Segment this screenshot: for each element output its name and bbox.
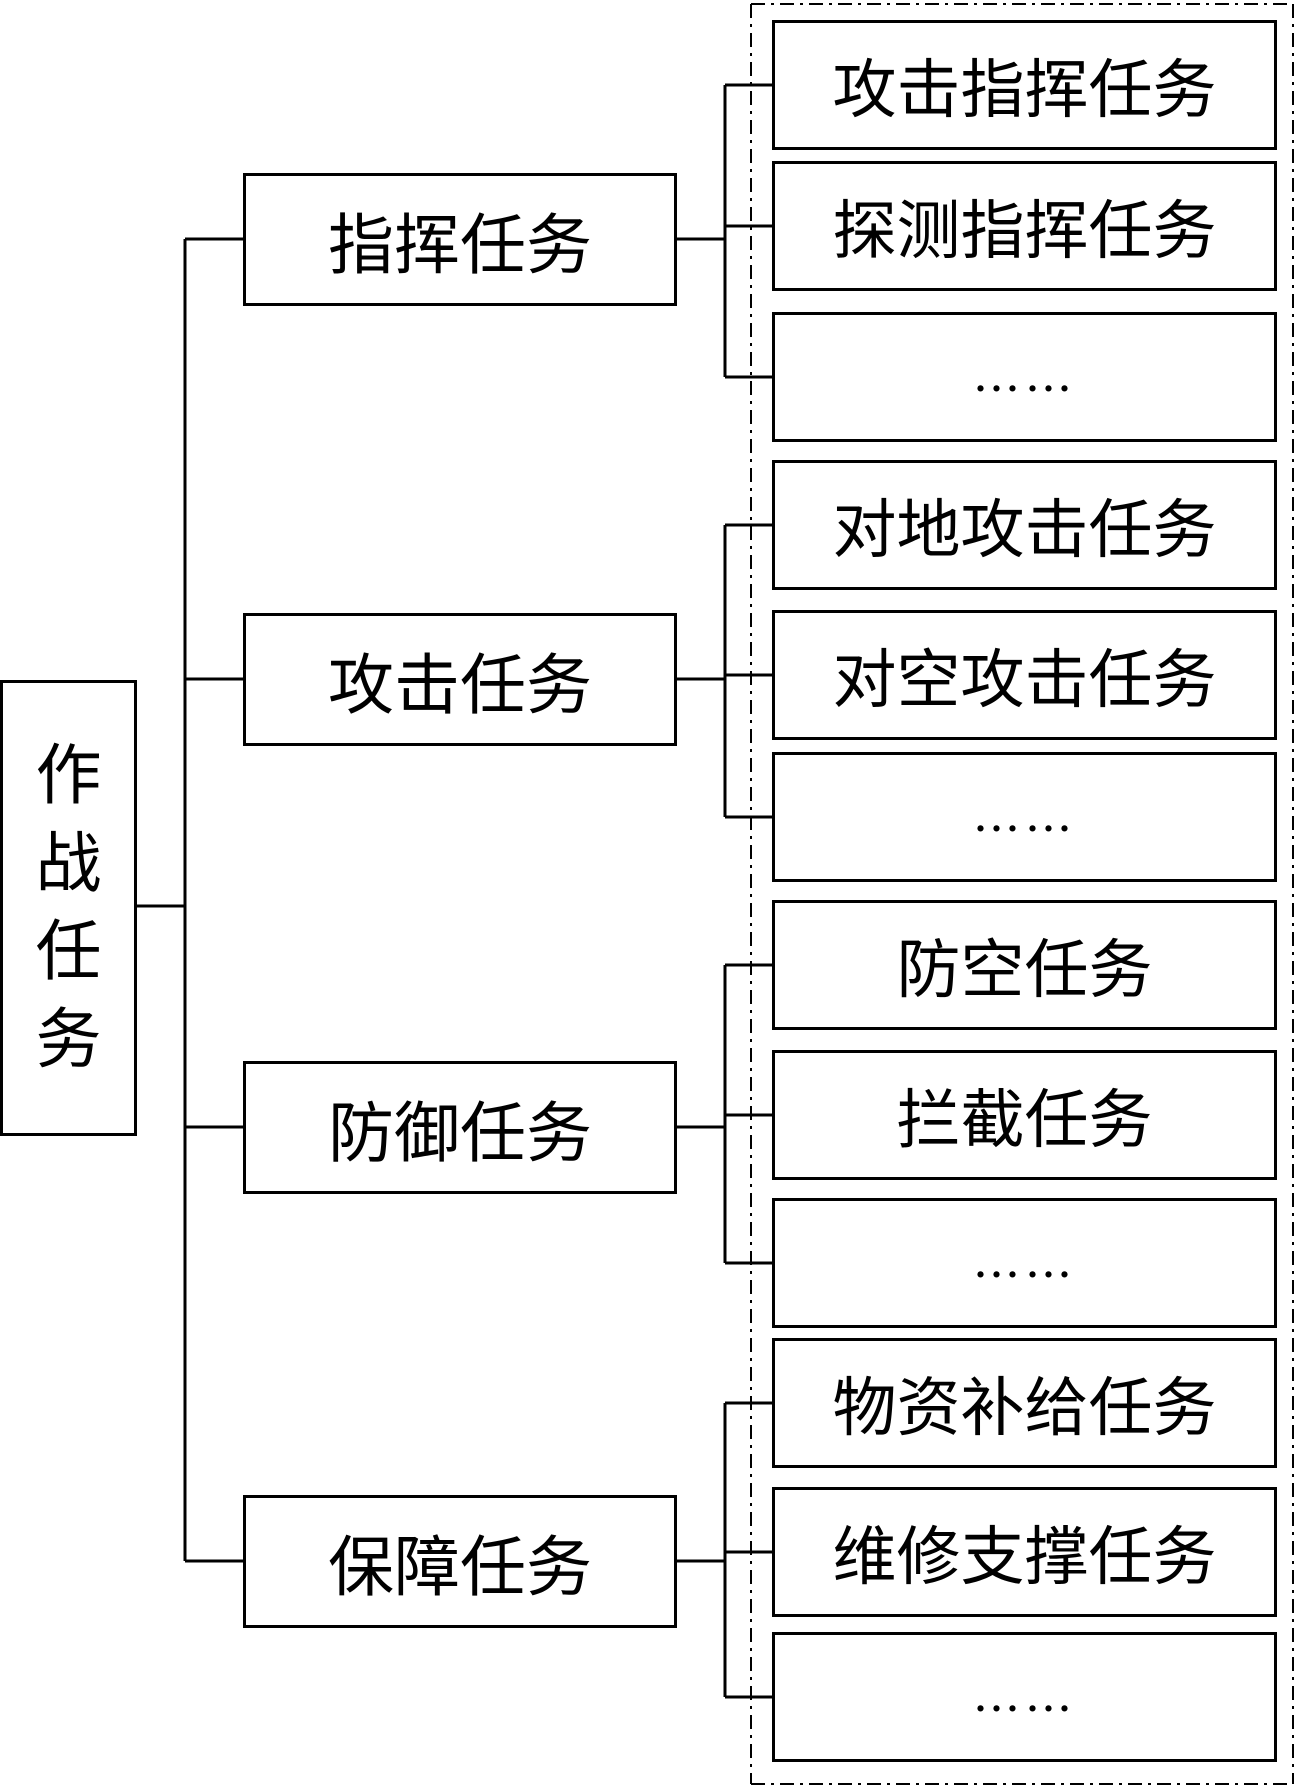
leaf-node: 对地攻击任务 (772, 460, 1277, 590)
root-char-1: 作 (35, 737, 102, 814)
leaf-node: 维修支撑任务 (772, 1487, 1277, 1617)
mid-node-attack: 攻击任务 (243, 613, 677, 746)
mid-node-support: 保障任务 (243, 1495, 677, 1628)
ellipsis-node: …… (772, 312, 1277, 442)
leaf-node: 探测指挥任务 (772, 161, 1277, 291)
leaf-node: 防空任务 (772, 900, 1277, 1030)
ellipsis-node: …… (772, 1198, 1277, 1328)
root-char-4: 务 (35, 1001, 102, 1078)
ellipsis-node: …… (772, 752, 1277, 882)
leaf-node: 物资补给任务 (772, 1338, 1277, 1468)
mid-node-command: 指挥任务 (243, 173, 677, 306)
root-node: 作 战 任 务 (0, 680, 137, 1136)
leaf-node: 对空攻击任务 (772, 610, 1277, 740)
leaf-node: 拦截任务 (772, 1050, 1277, 1180)
ellipsis-node: …… (772, 1632, 1277, 1762)
root-char-3: 任 (35, 913, 102, 990)
leaf-node: 攻击指挥任务 (772, 20, 1277, 150)
root-char-2: 战 (35, 825, 102, 902)
mid-node-defense: 防御任务 (243, 1061, 677, 1194)
